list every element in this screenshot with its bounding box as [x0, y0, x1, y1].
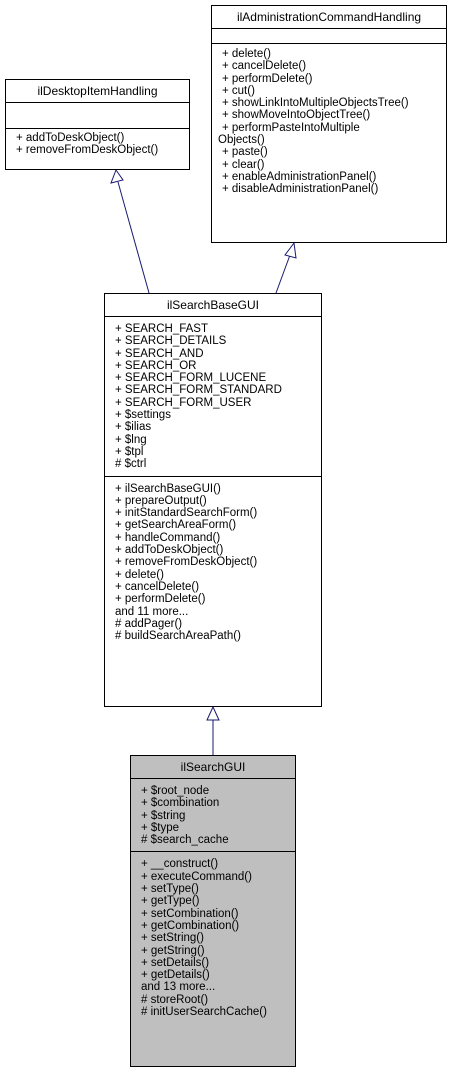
class-box-admin: ilAdministrationCommandHandling + delete… — [211, 5, 447, 243]
method: + performPasteIntoMultiple — [222, 121, 360, 134]
method-section: + addToDeskObject() + removeFromDeskObje… — [6, 128, 189, 161]
method: + cancelDelete() — [222, 60, 307, 73]
method-section: + delete() + cancelDelete() + performDel… — [212, 43, 446, 200]
method: + executeCommand() — [141, 870, 252, 883]
attribute-section: + $root_node + $combination + $string + … — [131, 779, 295, 851]
attribute-section — [212, 29, 446, 43]
method: + disableAdministrationPanel() — [222, 183, 379, 196]
attribute: + $tpl — [115, 445, 144, 458]
attribute: + $settings — [115, 409, 171, 422]
method: + paste() — [222, 146, 268, 159]
method: + getString() — [141, 944, 205, 957]
method: + performDelete() — [222, 72, 313, 85]
attribute: + SEARCH_FORM_STANDARD — [115, 384, 282, 397]
attribute: # $search_cache — [141, 834, 229, 847]
method: # addPager() — [115, 617, 183, 630]
method: + getCombination() — [141, 919, 240, 932]
method: + ilSearchBaseGUI() — [115, 482, 221, 495]
class-box-search: ilSearchGUI + $root_node + $combination … — [130, 755, 296, 1067]
method: + __construct() — [141, 858, 219, 871]
class-title: ilSearchGUI — [131, 756, 295, 779]
attribute-section — [6, 103, 189, 128]
arrowhead-desktop — [110, 168, 124, 184]
method: + getType() — [141, 895, 200, 908]
method-overflow: and 13 more... — [141, 981, 216, 994]
edge-base-to-desktop — [117, 181, 150, 294]
edge-base-to-admin — [275, 254, 291, 294]
attribute: + SEARCH_DETAILS — [115, 335, 227, 348]
method: + prepareOutput() — [115, 494, 207, 507]
method: + getSearchAreaForm() — [115, 519, 237, 532]
method: + delete() — [115, 568, 164, 581]
method: + getDetails() — [141, 969, 210, 982]
method: + addToDeskObject() — [115, 544, 224, 557]
arrowhead-base — [206, 705, 220, 721]
method: # storeRoot() — [141, 993, 209, 1006]
method: + setCombination() — [141, 907, 239, 920]
method: + clear() — [222, 158, 265, 171]
method: + setDetails() — [141, 956, 210, 969]
attribute: + SEARCH_FORM_LUCENE — [115, 372, 267, 385]
method: + delete() — [222, 48, 271, 60]
attribute: + $combination — [141, 797, 220, 810]
class-box-desktop: ilDesktopItemHandling + addToDeskObject(… — [5, 79, 190, 170]
method: + setString() — [141, 932, 204, 945]
attribute: + SEARCH_AND — [115, 347, 204, 360]
class-title: ilSearchBaseGUI — [105, 294, 321, 317]
attribute: + $lng — [115, 433, 147, 446]
method: + cut() — [222, 84, 255, 97]
method-section: + ilSearchBaseGUI() + prepareOutput() + … — [105, 475, 321, 647]
method: + enableAdministrationPanel() — [222, 170, 377, 183]
attribute: + $root_node — [141, 785, 210, 797]
method: Objects() — [218, 134, 265, 147]
method: + addToDeskObject() — [16, 132, 125, 144]
method: # buildSearchAreaPath() — [115, 630, 241, 643]
method: + setType() — [141, 883, 199, 896]
method: # initUserSearchCache() — [141, 1006, 267, 1019]
attribute: + SEARCH_OR — [115, 359, 197, 372]
class-title: ilDesktopItemHandling — [6, 80, 189, 103]
attribute: + SEARCH_FORM_USER — [115, 396, 252, 409]
arrowhead-admin — [284, 241, 297, 259]
attribute: + $string — [141, 809, 186, 822]
method: + removeFromDeskObject() — [115, 556, 258, 569]
method: + performDelete() — [115, 593, 206, 606]
attribute: + $type — [141, 821, 180, 834]
method: + showLinkIntoMultipleObjectsTree() — [222, 97, 409, 110]
method: + cancelDelete() — [115, 580, 200, 593]
method: + initStandardSearchForm() — [115, 507, 258, 520]
method: + showMoveIntoObjectTree() — [222, 109, 371, 122]
method: + removeFromDeskObject() — [16, 144, 159, 157]
method-section: + __construct() + executeCommand() + set… — [131, 851, 295, 1022]
attribute: + $ilias — [115, 421, 152, 434]
attribute: # $ctrl — [115, 458, 147, 471]
attribute-section: + SEARCH_FAST + SEARCH_DETAILS + SEARCH_… — [105, 317, 321, 476]
class-title: ilAdministrationCommandHandling — [212, 6, 446, 29]
attribute: + SEARCH_FAST — [115, 323, 208, 335]
method: + handleCommand() — [115, 531, 221, 544]
class-box-base: ilSearchBaseGUI + SEARCH_FAST + SEARCH_D… — [104, 293, 322, 707]
method-overflow: and 11 more... — [115, 605, 189, 618]
